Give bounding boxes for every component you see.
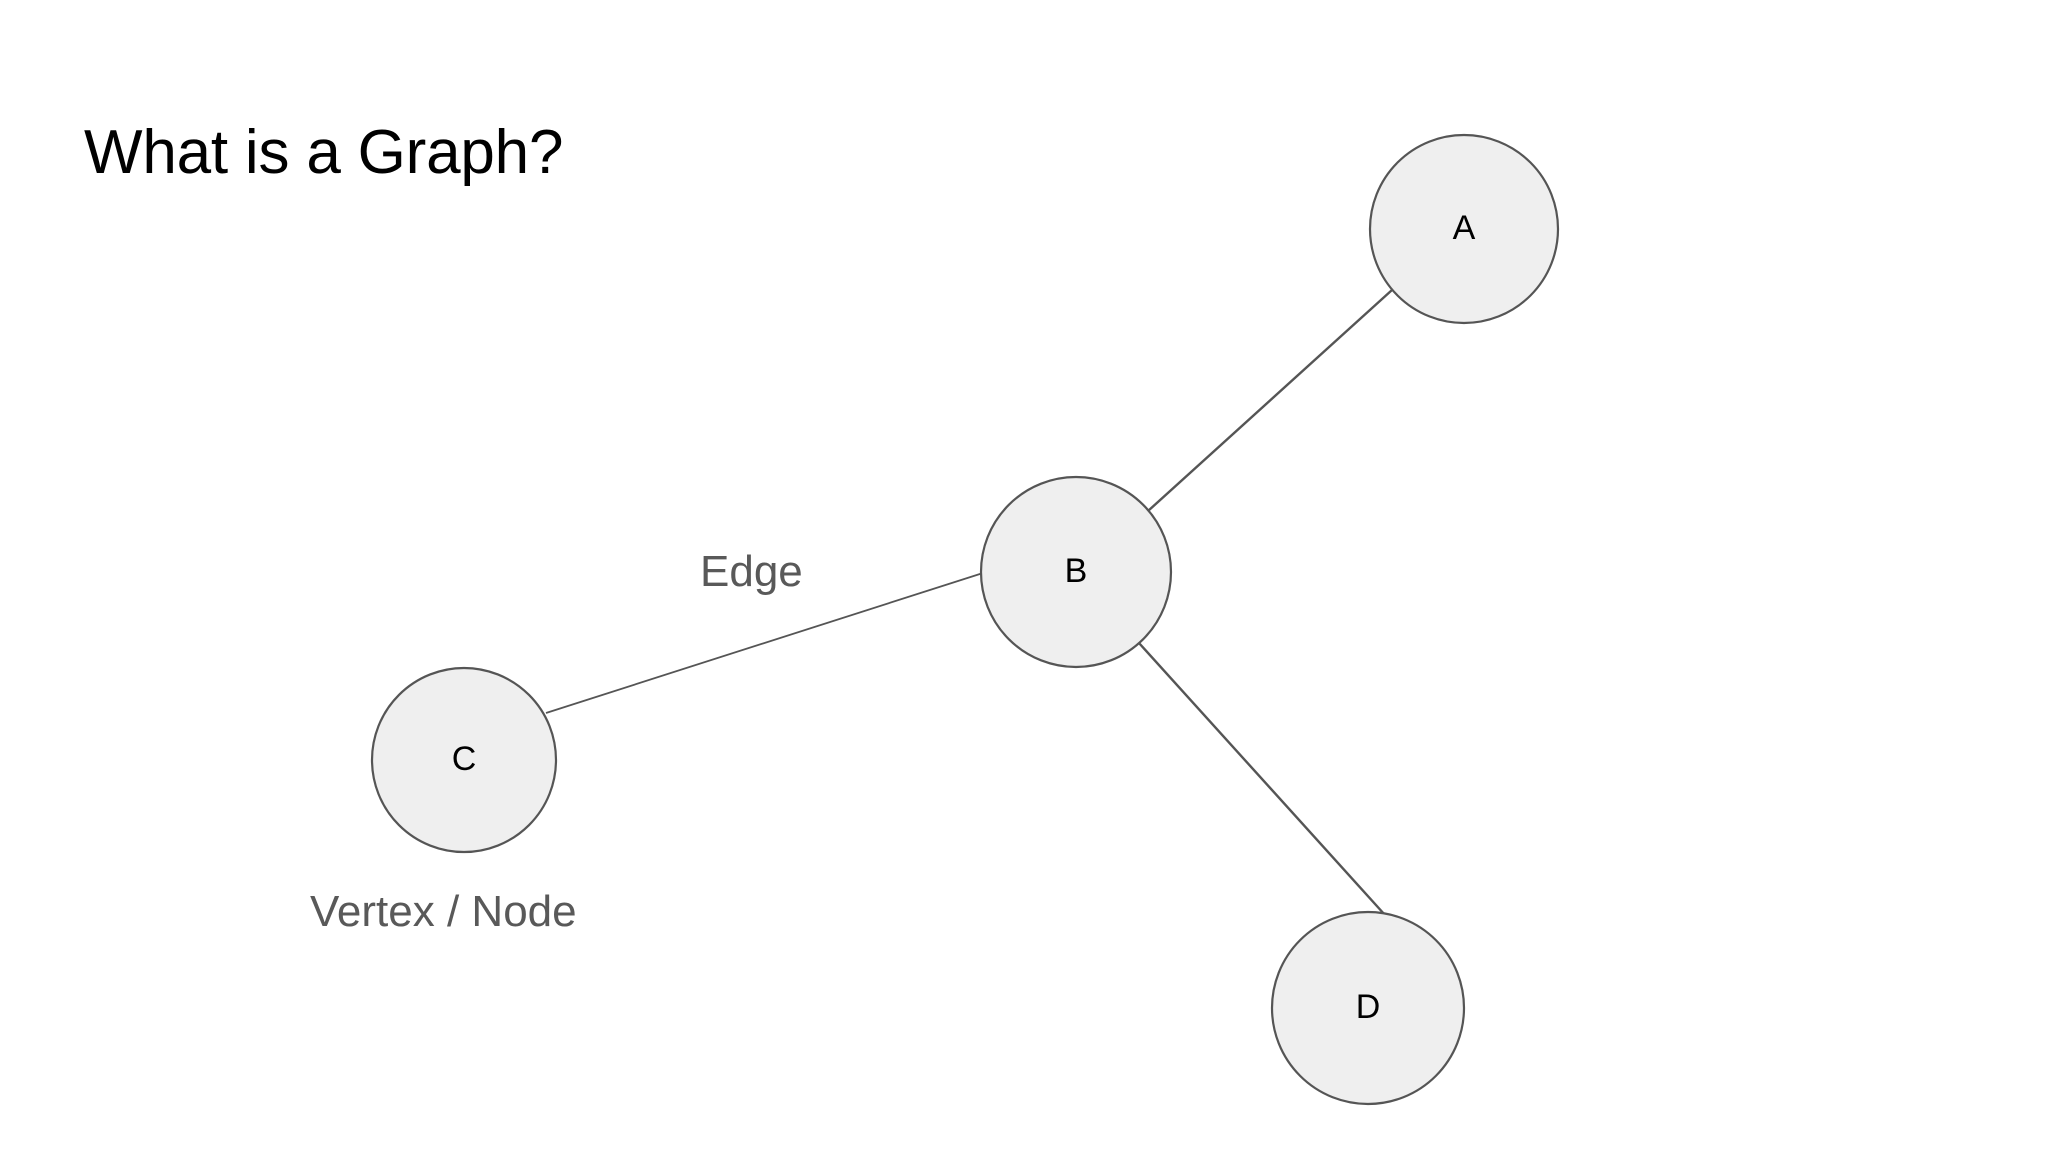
node-circle-b[interactable] [979, 475, 1173, 669]
node-label-a: A [1453, 209, 1476, 247]
node-label-c: C [452, 740, 477, 778]
edge-c-b [545, 572, 984, 714]
page-title: What is a Graph? [84, 118, 564, 187]
graph-edges [545, 289, 1393, 916]
node-circle-c[interactable] [370, 666, 558, 854]
vertex-node-annotation-label: Vertex / Node [310, 887, 577, 936]
edge-annotation-label: Edge [700, 547, 803, 596]
graph-node-d[interactable]: D [1270, 910, 1466, 1106]
node-circle-a[interactable] [1368, 133, 1560, 325]
graph-node-b[interactable]: B [979, 475, 1173, 669]
edge-b-a [1147, 289, 1393, 512]
edge-b-d [1138, 642, 1386, 916]
node-label-d: D [1356, 988, 1381, 1026]
graph-node-a[interactable]: A [1368, 133, 1560, 325]
node-circle-d[interactable] [1270, 910, 1466, 1106]
graph-nodes: A B C D [370, 133, 1560, 1106]
node-label-b: B [1065, 552, 1088, 590]
graph-node-c[interactable]: C [370, 666, 558, 854]
